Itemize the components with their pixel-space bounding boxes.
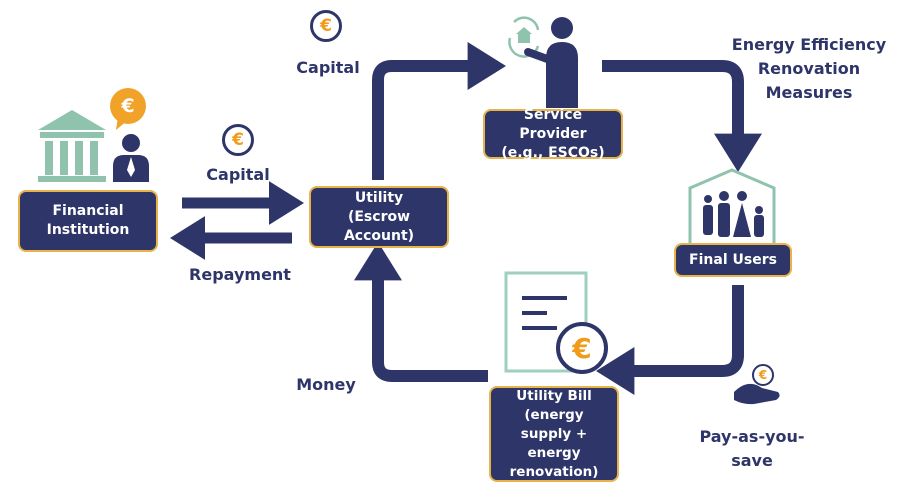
utility-to-provider-arrow <box>372 42 506 180</box>
bank-building-icon <box>38 110 106 182</box>
hand-with-coin-icon <box>734 383 780 405</box>
capital-top-label: Capital <box>296 58 360 77</box>
money-arrow <box>354 242 488 382</box>
euro-coin-icon: € <box>752 364 774 386</box>
euro-coin-icon: € <box>110 88 146 124</box>
financial-institution-box: Financial Institution <box>18 190 158 252</box>
utility-escrow-box: Utility (Escrow Account) <box>309 186 449 248</box>
euro-coin-icon: € <box>310 10 342 42</box>
money-label: Money <box>296 375 356 394</box>
utility-bill-box: Utility Bill (energy supply + energy ren… <box>489 386 619 482</box>
pay-as-you-save-label: Pay-as-you- save <box>699 427 805 470</box>
euro-coin-icon: € <box>222 124 254 156</box>
users-to-bill-arrow <box>596 285 744 395</box>
energy-measures-label: Energy Efficiency Renovation Measures <box>731 35 887 102</box>
family-house-icon <box>688 168 776 244</box>
capital-left-label: Capital <box>206 165 270 184</box>
repayment-label: Repayment <box>189 265 291 284</box>
service-provider-box: Service Provider (e.g., ESCOs) <box>483 107 623 161</box>
service-provider-person-icon <box>524 17 578 108</box>
banker-person-icon <box>113 134 149 182</box>
provider-to-users-arrow <box>602 60 762 172</box>
final-users-box: Final Users <box>674 243 792 277</box>
euro-coin-icon: € <box>556 322 608 374</box>
